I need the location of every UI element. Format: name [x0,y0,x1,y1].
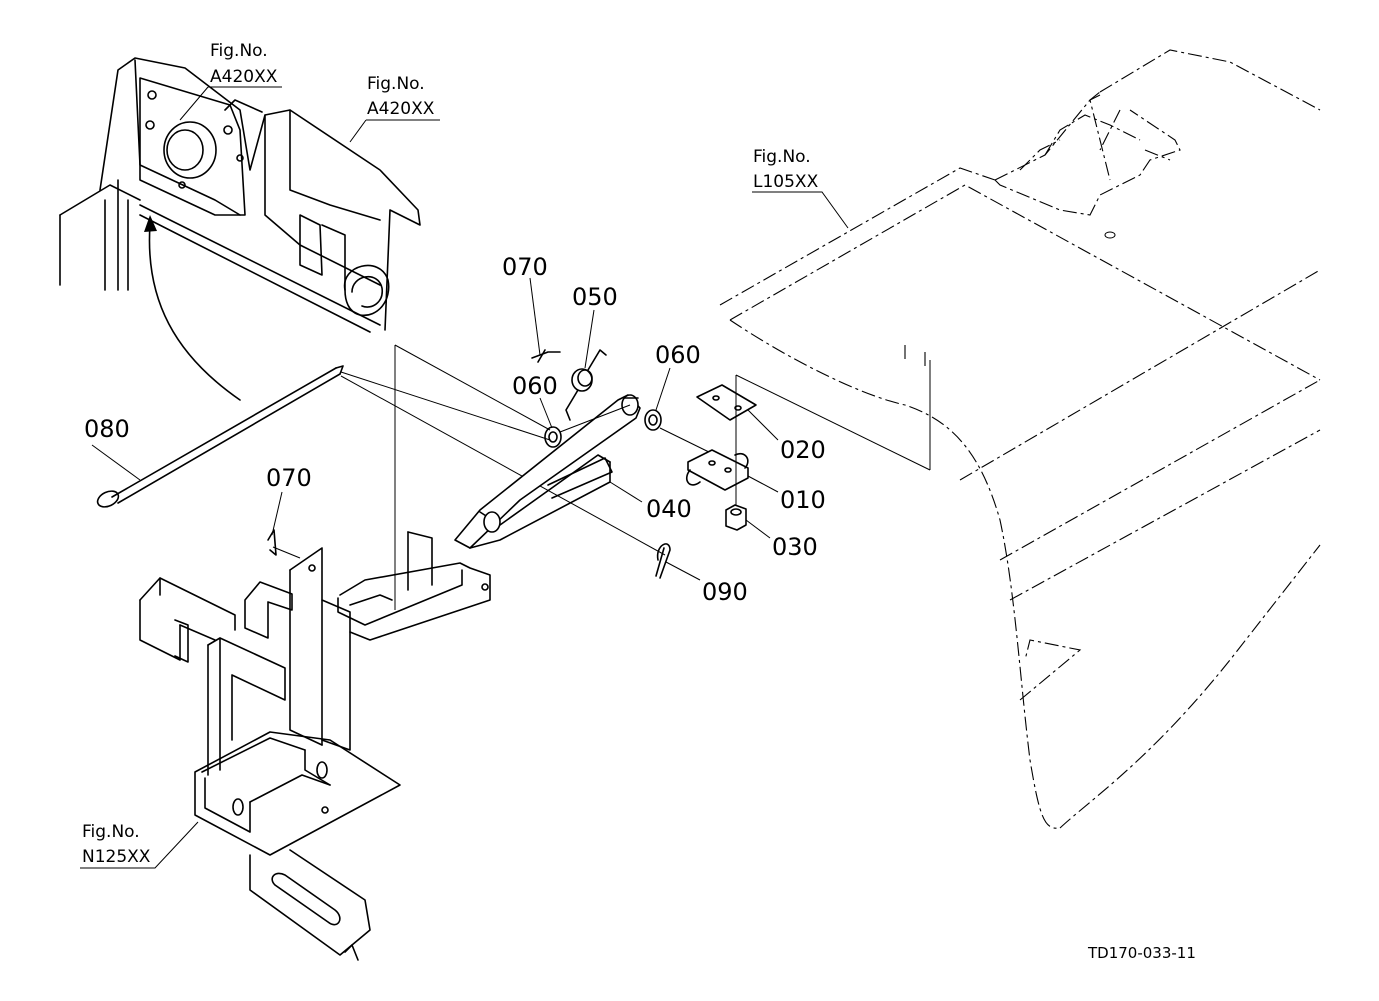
part-label-090[interactable]: 090 [702,578,748,606]
part-label-020[interactable]: 020 [780,436,826,464]
rod-080-shape [96,365,344,508]
part-label-040[interactable]: 040 [646,495,692,523]
leader-020 [747,409,779,441]
leader-070-top [529,277,541,356]
fig-ref-prefix-n125: Fig.No. [82,822,140,842]
part-label-060-right[interactable]: 060 [655,341,701,369]
washer-060-left-shape [544,426,562,448]
fig-ref-code-l105[interactable]: L105XX [753,172,819,192]
leader-060-left [539,397,553,429]
part-label-050[interactable]: 050 [572,283,618,311]
part-label-010[interactable]: 010 [780,486,826,514]
part-label-060-left[interactable]: 060 [512,372,558,400]
leader-fig-l105 [752,191,849,229]
clamp-010-shape [685,449,749,491]
leader-040 [609,481,643,503]
part-label-070-top[interactable]: 070 [502,253,548,281]
leader-060-right [655,367,671,411]
fig-ref-prefix-a420-right: Fig.No. [367,74,425,94]
leader-080 [91,444,141,481]
leader-010 [747,475,779,493]
washer-060-right-shape [644,409,662,431]
leader-050 [584,309,595,369]
fig-ref-code-a420-left[interactable]: A420XX [210,67,278,87]
leader-090 [665,561,701,581]
part-label-070-bottom[interactable]: 070 [266,464,312,492]
pin-090-shape [655,543,671,579]
plate-020-shape [696,384,757,421]
leader-fig-a420-left [179,86,282,121]
leader-fig-a420-right [349,119,440,143]
lever-040-shape [454,394,641,549]
pin-070-bottom-shape [267,529,277,556]
fig-ref-code-n125[interactable]: N125XX [82,847,151,867]
pin-070-top-shape [531,349,561,363]
leader-070-bottom [271,491,283,536]
part-label-080[interactable]: 080 [84,415,130,443]
fig-ref-prefix-l105: Fig.No. [753,147,811,167]
fig-ref-prefix-a420-left: Fig.No. [210,41,268,61]
cover-drawing [719,49,1321,829]
spring-050-shape [565,349,607,421]
frame-bracket-drawing [59,57,421,333]
leader-fig-n125 [80,821,199,869]
drawing-number: TD170-033-11 [1087,944,1196,962]
leader-030 [745,519,771,539]
fig-ref-code-a420-right[interactable]: A420XX [367,99,435,119]
mount-bracket-drawing [139,531,491,961]
assembly-arrow [144,215,241,401]
part-label-030[interactable]: 030 [772,533,818,561]
nut-030-shape [725,504,747,531]
